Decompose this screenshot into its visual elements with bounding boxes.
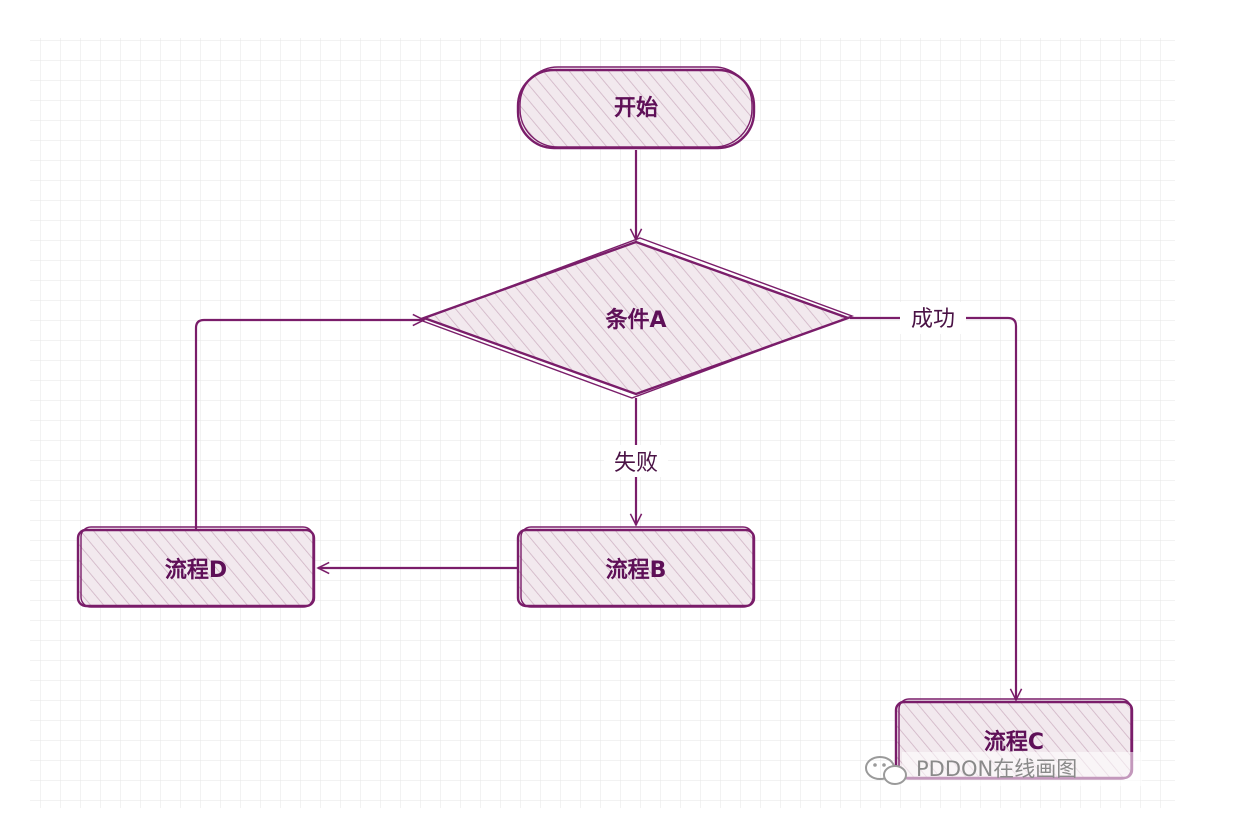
- node-start[interactable]: 开始: [516, 66, 756, 150]
- success-label-bg: [900, 302, 966, 334]
- wechat-icon: [865, 756, 907, 785]
- edge-label-fail: 失败: [614, 451, 658, 476]
- grid-background: [30, 38, 1175, 808]
- node-process-d[interactable]: 流程D: [76, 526, 316, 608]
- watermark: PDDON在线画图: [865, 752, 1142, 786]
- node-process-c-label: 流程C: [984, 729, 1044, 755]
- watermark-text: PDDON在线画图: [916, 757, 1077, 781]
- node-process-b-label: 流程B: [606, 557, 667, 583]
- fail-label-bg: [604, 445, 668, 477]
- edge-condition-to-process-c: [850, 316, 1016, 700]
- edge-process-d-to-condition: [194, 320, 424, 530]
- node-condition[interactable]: 条件A: [417, 237, 855, 399]
- node-process-d-label: 流程D: [165, 557, 227, 583]
- node-process-b[interactable]: 流程B: [516, 526, 756, 608]
- node-condition-label: 条件A: [604, 307, 666, 333]
- edge-label-success: 成功: [911, 307, 955, 332]
- node-start-label: 开始: [614, 95, 658, 121]
